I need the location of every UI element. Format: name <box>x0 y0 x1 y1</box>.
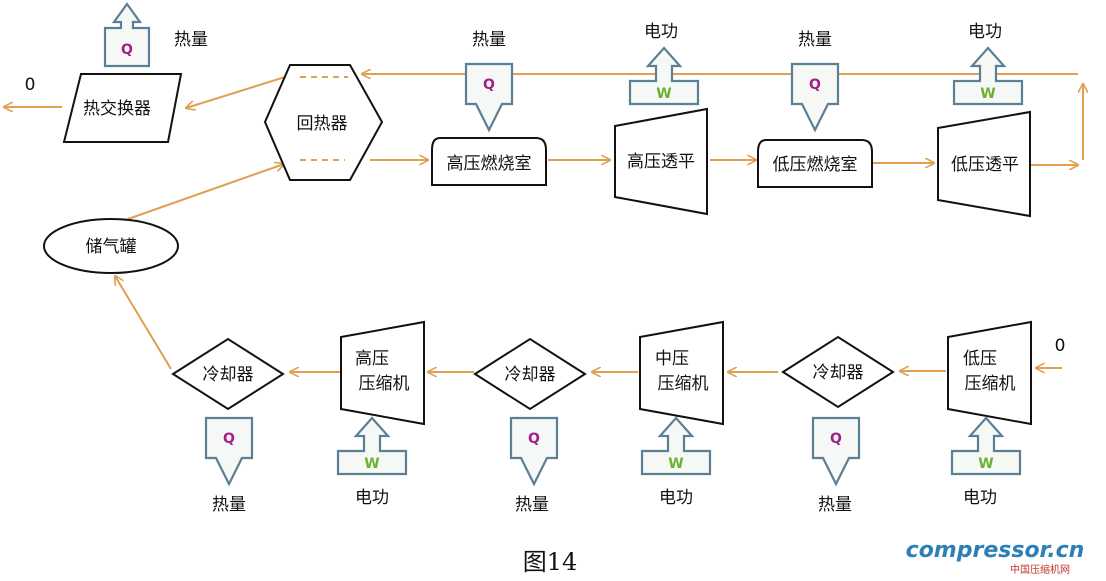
svg-text:高压透平: 高压透平 <box>627 152 695 172</box>
hp-turbine: 高压透平 <box>614 107 708 216</box>
heat-out-icon: Q <box>811 416 861 487</box>
lp-combustor: 低压燃烧室 <box>757 139 873 188</box>
label-power-lpcomp: 电功 <box>963 488 997 508</box>
power-in-icon: W <box>336 416 408 476</box>
icon-symbol: Q <box>223 431 235 447</box>
svg-text:compressor.cn: compressor.cn <box>906 538 1085 563</box>
svg-text:回热器: 回热器 <box>297 114 348 134</box>
label-heat-exchanger: 热量 <box>174 30 208 50</box>
lp-turbine: 低压透平 <box>937 110 1031 218</box>
icon-symbol: Q <box>121 42 133 58</box>
heat-out-icon: Q <box>204 416 254 487</box>
text-labels: 0 0 热量 热量 电功 热量 电功 热量 电功 热量 电功 热量 电功 <box>25 22 1066 515</box>
label-zero-right: 0 <box>1055 336 1066 356</box>
label-heat-cooler1: 热量 <box>212 495 246 515</box>
label-heat-lpc: 热量 <box>798 30 832 50</box>
svg-text:低压透平: 低压透平 <box>951 155 1019 175</box>
figure-caption: 图14 <box>523 548 578 576</box>
svg-text:中国压缩机网: 中国压缩机网 <box>1010 563 1070 576</box>
power-in-icon: W <box>640 416 712 476</box>
svg-text:热交换器: 热交换器 <box>83 99 151 119</box>
svg-text:压缩机: 压缩机 <box>658 374 709 394</box>
label-heat-cooler2: 热量 <box>515 495 549 515</box>
label-power-mpcomp: 电功 <box>659 488 693 508</box>
svg-text:冷却器: 冷却器 <box>505 365 556 385</box>
heat-out-icon: Q <box>103 2 151 68</box>
icon-symbol: W <box>656 86 671 102</box>
storage-tank: 储气罐 <box>43 218 179 274</box>
icon-symbol: Q <box>483 77 495 93</box>
cooler-3: 冷却器 <box>781 335 895 409</box>
heat-out-icon: Q <box>509 416 559 487</box>
hp-compressor: 高压 压缩机 <box>340 320 425 426</box>
icon-symbol: W <box>668 456 683 472</box>
icon-symbol: Q <box>830 431 842 447</box>
label-heat-hpc: 热量 <box>472 30 506 50</box>
mp-compressor: 中压 压缩机 <box>639 320 724 426</box>
hp-combustor: 高压燃烧室 <box>431 137 547 186</box>
icon-symbol: W <box>978 456 993 472</box>
svg-text:冷却器: 冷却器 <box>203 365 254 385</box>
icon-symbol: Q <box>809 77 821 93</box>
svg-text:压缩机: 压缩机 <box>359 374 410 394</box>
icon-symbol: W <box>980 86 995 102</box>
svg-text:压缩机: 压缩机 <box>965 374 1016 394</box>
icon-symbol: Q <box>528 431 540 447</box>
heat-in-icon: Q <box>464 62 514 133</box>
power-out-icon: W <box>952 46 1024 106</box>
label-heat-cooler3: 热量 <box>818 495 852 515</box>
cooler-1: 冷却器 <box>171 337 285 411</box>
watermark-logo: compressor.cn 中国压缩机网 <box>906 538 1085 576</box>
svg-text:高压: 高压 <box>355 349 389 369</box>
cooler-2: 冷却器 <box>473 337 587 411</box>
svg-text:中压: 中压 <box>655 349 689 369</box>
energy-icons: Q Q W Q W Q W Q W Q W <box>103 2 1024 487</box>
svg-text:储气罐: 储气罐 <box>86 237 137 257</box>
label-power-hpcomp: 电功 <box>355 488 389 508</box>
power-in-icon: W <box>950 416 1022 476</box>
flow-storage-to-recuperator <box>127 164 284 220</box>
lp-compressor: 低压 压缩机 <box>947 320 1032 426</box>
svg-text:低压燃烧室: 低压燃烧室 <box>773 155 858 175</box>
flow-recuperator-to-exchanger <box>186 76 286 108</box>
svg-text:低压: 低压 <box>963 349 997 369</box>
label-power-hpt: 电功 <box>644 22 678 42</box>
label-power-lpt: 电功 <box>968 22 1002 42</box>
svg-text:高压燃烧室: 高压燃烧室 <box>447 154 532 174</box>
heat-in-icon: Q <box>790 62 840 133</box>
heat-exchanger: 热交换器 <box>62 73 183 143</box>
svg-text:冷却器: 冷却器 <box>813 363 864 383</box>
flow-cooler1-to-storage <box>115 276 172 370</box>
label-zero-left: 0 <box>25 75 36 95</box>
recuperator: 回热器 <box>263 64 384 181</box>
icon-symbol: W <box>364 456 379 472</box>
power-out-icon: W <box>628 46 700 106</box>
